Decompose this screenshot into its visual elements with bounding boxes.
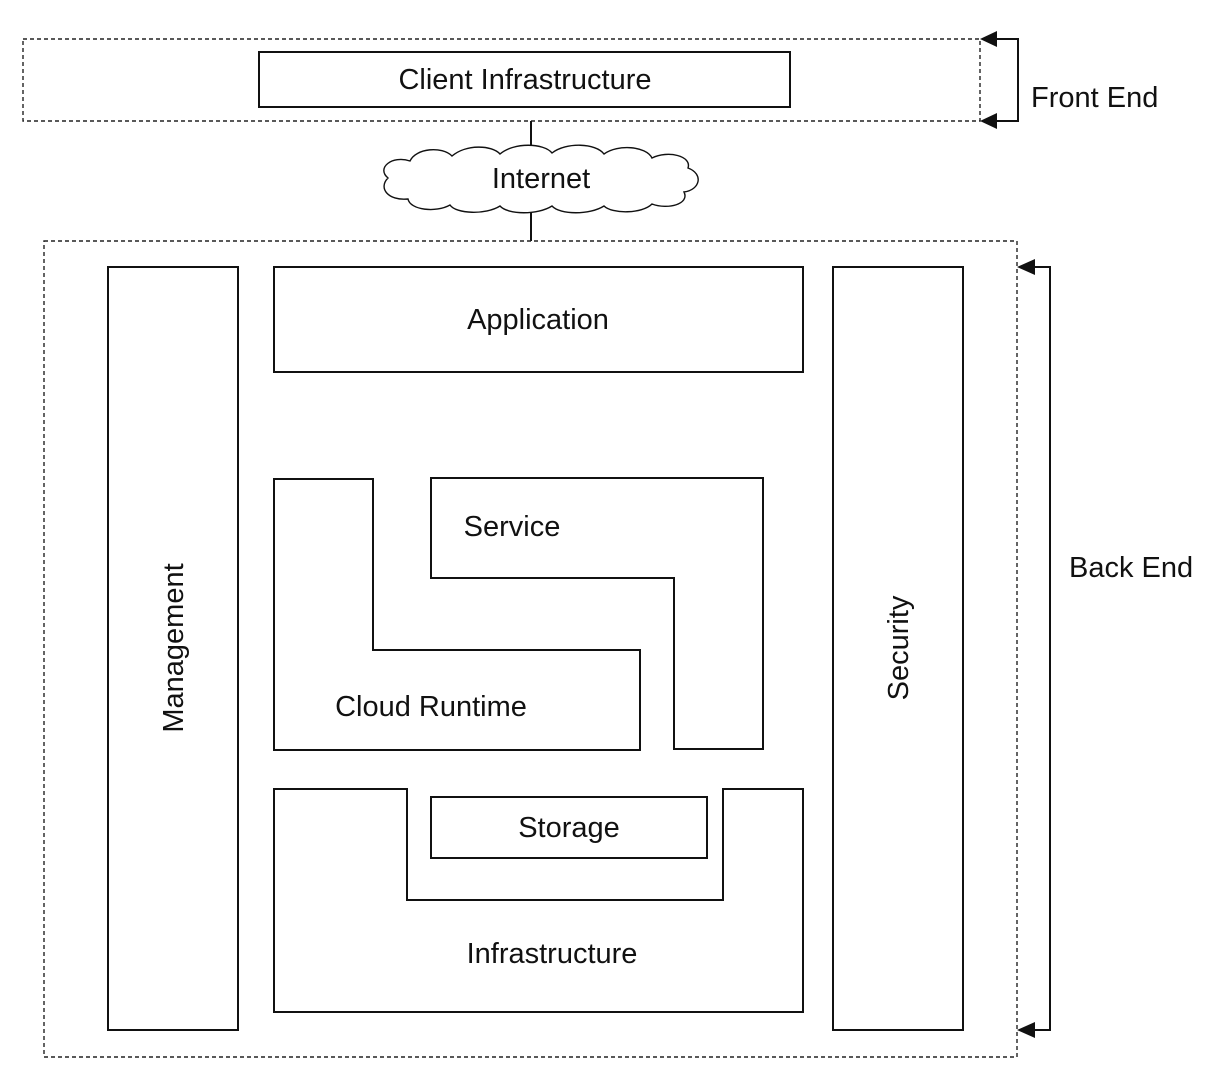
application-box[interactable]	[273, 266, 804, 373]
infrastructure-label: Infrastructure	[467, 938, 638, 970]
cloud-runtime-shape[interactable]	[273, 478, 641, 751]
internet-label: Internet	[492, 163, 590, 195]
storage-label: Storage	[518, 812, 620, 844]
client-infrastructure-label: Client Infrastructure	[398, 64, 651, 96]
storage-box[interactable]	[430, 796, 708, 859]
internet-cloud-icon	[383, 144, 699, 214]
front-end-bracket	[996, 38, 1019, 122]
infrastructure-shape[interactable]	[273, 788, 804, 1013]
management-box[interactable]	[107, 266, 239, 1031]
front-end-arrow-top	[980, 31, 997, 47]
front-end-label: Front End	[1031, 82, 1158, 114]
security-box[interactable]	[832, 266, 964, 1031]
back-end-region	[43, 240, 1018, 1058]
client-infrastructure-box[interactable]	[258, 51, 791, 108]
cloud-runtime-label: Cloud Runtime	[335, 691, 527, 723]
security-label: Security	[883, 595, 915, 700]
back-end-bracket	[1034, 266, 1051, 1031]
application-label: Application	[467, 304, 609, 336]
back-end-label: Back End	[1069, 552, 1193, 584]
service-shape[interactable]	[430, 477, 764, 750]
management-label: Management	[158, 563, 190, 732]
front-end-region	[22, 38, 981, 122]
front-end-arrow-bottom	[980, 113, 997, 129]
back-end-arrow-top	[1017, 259, 1035, 275]
service-label: Service	[464, 511, 561, 543]
back-end-arrow-bottom	[1017, 1022, 1035, 1038]
